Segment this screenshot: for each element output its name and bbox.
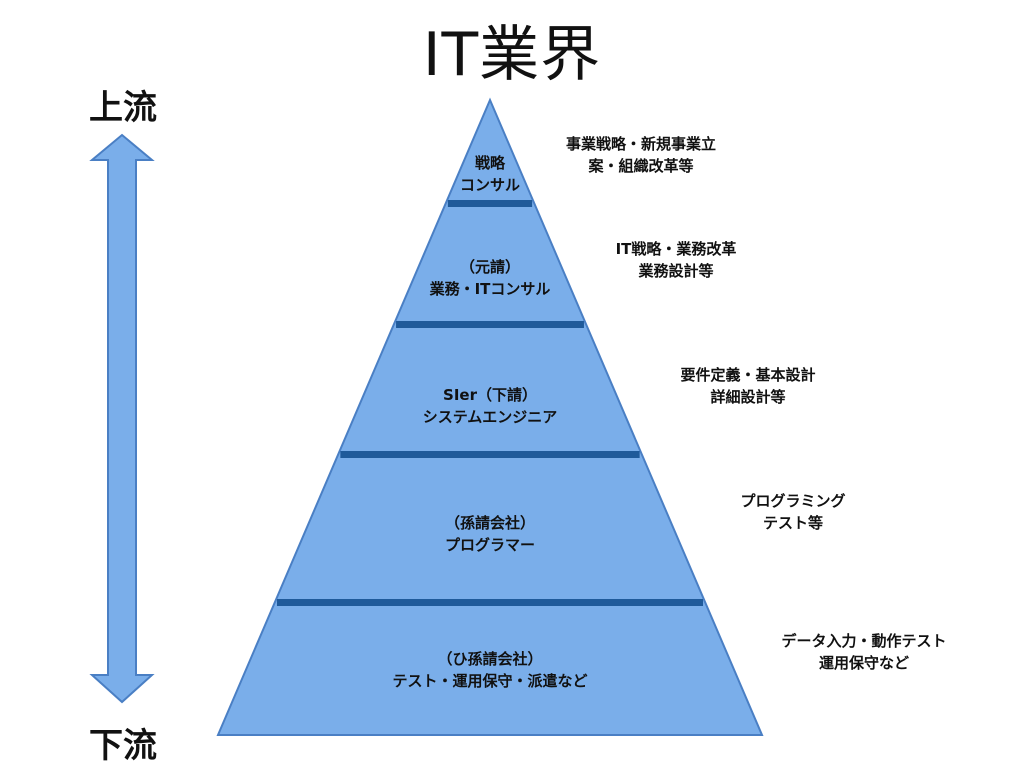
- tier-description-line: 運用保守など: [818, 654, 910, 672]
- tier-description-line: 事業戦略・新規事業立: [565, 135, 717, 153]
- tier-description-3: 要件定義・基本設計詳細設計等: [680, 364, 815, 408]
- tier-divider: [447, 200, 533, 207]
- tier-label-line: （ひ孫請会社）: [437, 650, 543, 668]
- tier-label-line: テスト・運用保守・派遣など: [392, 672, 588, 690]
- tier-description-2: IT戦略・業務改革業務設計等: [616, 238, 737, 282]
- tier-label-line: SIer（下請）: [443, 386, 537, 404]
- upstream-label: 上流: [89, 88, 157, 128]
- tier-description-4: プログラミングテスト等: [740, 490, 845, 534]
- tier-label-5: （ひ孫請会社） テスト・運用保守・派遣など: [392, 648, 587, 692]
- tier-label-4: （孫請会社） プログラマー: [445, 512, 535, 556]
- tier-description-5: データ入力・動作テスト運用保守など: [781, 630, 946, 674]
- downstream-label: 下流: [89, 726, 157, 766]
- pyramid-shape: [216, 97, 764, 736]
- tier-label-line: コンサル: [459, 176, 521, 194]
- tier-description-line: プログラミング: [740, 492, 846, 510]
- tier-label-line: （元請）: [459, 258, 521, 276]
- tier-description-line: IT戦略・業務改革: [615, 240, 737, 258]
- tier-label-1: 戦略コンサル: [460, 152, 520, 196]
- tier-description-line: 詳細設計等: [710, 388, 786, 406]
- tier-label-3: SIer（下請） システムエンジニア: [423, 384, 558, 428]
- tier-label-line: （孫請会社）: [444, 514, 536, 532]
- tier-description-line: 要件定義・基本設計: [680, 366, 816, 384]
- tier-label-2: （元請） 業務・ITコンサル: [430, 256, 551, 300]
- tier-label-line: プログラマー: [444, 536, 536, 554]
- tier-description-line: 案・組織改革等: [588, 157, 694, 175]
- tier-dividers: [276, 200, 704, 606]
- tier-description-line: データ入力・動作テスト: [781, 632, 947, 650]
- page-title: IT業界: [422, 20, 602, 90]
- tier-description-line: テスト等: [762, 514, 824, 532]
- tier-divider: [276, 599, 704, 606]
- double-arrow-icon: [89, 133, 155, 704]
- tier-label-line: システムエンジニア: [422, 408, 558, 426]
- tier-divider: [396, 321, 584, 328]
- tier-label-line: 戦略: [474, 154, 506, 172]
- tier-description-1: 事業戦略・新規事業立案・組織改革等: [566, 133, 716, 177]
- tier-divider: [340, 451, 640, 458]
- tier-description-line: 業務設計等: [638, 262, 714, 280]
- tier-label-line: 業務・ITコンサル: [429, 280, 551, 298]
